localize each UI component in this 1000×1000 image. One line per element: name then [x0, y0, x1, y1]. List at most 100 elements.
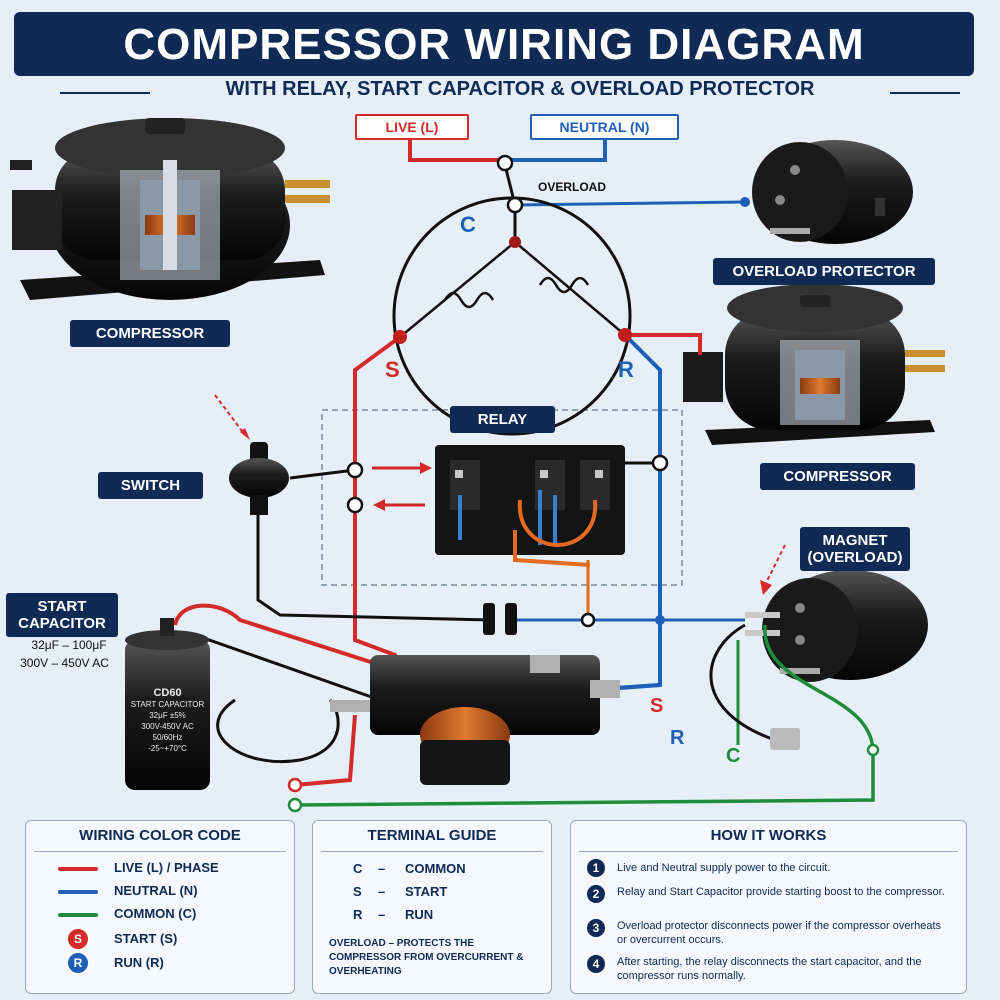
- terminal-key: R: [353, 907, 363, 922]
- terminal-dots: [393, 197, 750, 625]
- how-it-works-rule: [579, 851, 958, 852]
- step-text: Relay and Start Capacitor provide starti…: [617, 886, 945, 898]
- subtitle-rule-right: [890, 92, 960, 94]
- compressor-right-image: [683, 284, 945, 445]
- subtitle-rule-left: [60, 92, 150, 94]
- run-wire-end: [619, 683, 661, 690]
- magnet-label-line2: (OVERLOAD): [807, 549, 903, 566]
- color-code-item: RUN (R): [114, 955, 164, 970]
- start-winding: [399, 241, 516, 338]
- terminal-s-label: S: [385, 357, 400, 382]
- capacitor-spec-voltage: 300V – 450V AC: [20, 656, 109, 670]
- color-code-item: START (S): [114, 931, 178, 946]
- overload-line-label: OVERLOAD: [538, 180, 607, 194]
- color-code-item: COMMON (C): [114, 906, 197, 921]
- switch-image: [229, 442, 289, 515]
- step-number: 3: [587, 919, 605, 937]
- start-wire: [353, 335, 402, 690]
- overload-protector-label: OVERLOAD PROTECTOR: [713, 258, 935, 285]
- capacitor-red-wire: [173, 603, 381, 667]
- page-title: COMPRESSOR WIRING DIAGRAM: [123, 20, 865, 69]
- capacitor-spec-capacitance: 32μF – 100μF: [31, 638, 107, 652]
- capacitor-red-return: [294, 714, 357, 787]
- terminal-dash: –: [378, 884, 386, 899]
- magnet-overload-image: [745, 570, 928, 682]
- terminal-dash: –: [378, 907, 386, 922]
- capacitor-body-volt: 300V-450V AC: [141, 722, 194, 731]
- title-banner: COMPRESSOR WIRING DIAGRAM: [14, 12, 974, 76]
- live-wire-top: [408, 135, 505, 162]
- capacitor-body-name: START CAPACITOR: [130, 700, 205, 709]
- capacitor-model: CD60: [153, 687, 182, 699]
- step-text: Overload protector disconnects power if …: [617, 920, 942, 946]
- relay-label: RELAY: [450, 406, 555, 433]
- terminal-dash: –: [378, 861, 386, 876]
- neutral-wire-top: [505, 135, 607, 162]
- capacitor-black-wire: [194, 633, 381, 702]
- color-code-panel: WIRING COLOR CODE LIVE (L) / PHASE NEUTR…: [25, 820, 295, 994]
- run-coil-symbol: [538, 276, 590, 294]
- step-number: 4: [587, 955, 605, 973]
- how-it-works-panel: HOW IT WORKS 1 Live and Neutral supply p…: [570, 820, 967, 994]
- terminal-value: RUN: [405, 907, 434, 922]
- compressor-left-label: COMPRESSOR: [70, 320, 230, 347]
- start-capacitor-image: [125, 618, 210, 790]
- overload-protector-image: [752, 140, 913, 244]
- start-coil-symbol: [443, 291, 495, 309]
- how-it-works-heading: HOW IT WORKS: [710, 827, 827, 844]
- terminal-r-label: R: [618, 357, 634, 382]
- relay-arrow-in-head: [420, 462, 432, 474]
- run-wire-to-compressor: [625, 333, 702, 355]
- color-code-heading: WIRING COLOR CODE: [79, 827, 241, 844]
- step-number: 2: [587, 885, 605, 903]
- neutral-tag: NEUTRAL (N): [530, 114, 679, 140]
- terminal-guide-panel: TERMINAL GUIDE C – COMMON S – START R – …: [312, 820, 552, 994]
- color-code-rule: [34, 851, 286, 852]
- capacitor-loop-wire: [216, 698, 340, 763]
- live-tag: LIVE (L): [355, 114, 469, 140]
- capacitor-body-temp: -25~+70°C: [148, 744, 187, 753]
- common-swatch: [58, 913, 98, 917]
- terminal-guide-heading: TERMINAL GUIDE: [367, 827, 497, 844]
- switch-label: SWITCH: [98, 472, 203, 499]
- terminal-value: COMMON: [405, 861, 466, 876]
- page-subtitle: WITH RELAY, START CAPACITOR & OVERLOAD P…: [225, 78, 815, 100]
- relay-image: [435, 445, 625, 567]
- bus-connector: [483, 603, 517, 635]
- magnet-label-line1: MAGNET: [822, 532, 888, 549]
- step-number: 1: [587, 859, 605, 877]
- lower-terminal-c: C: [726, 745, 741, 767]
- color-code-item: NEUTRAL (N): [114, 883, 198, 898]
- start-badge: S: [66, 927, 90, 951]
- start-capacitor-label: START CAPACITOR: [6, 593, 118, 637]
- step-text: After starting, the relay disconnects th…: [617, 956, 922, 982]
- junctions: [287, 154, 880, 813]
- live-swatch: [58, 867, 98, 871]
- lower-terminal-r: R: [670, 727, 685, 749]
- motor-circle: [392, 196, 632, 436]
- switch-to-relay-wire: [289, 468, 356, 480]
- compressor-left-image: [10, 118, 330, 300]
- magnet-label: MAGNET (OVERLOAD): [800, 527, 910, 571]
- magnet-pointer: [764, 544, 786, 586]
- magnet-pointer-head: [760, 580, 772, 595]
- compressor-right-label: COMPRESSOR: [760, 463, 915, 490]
- color-code-item: LIVE (L) / PHASE: [114, 860, 219, 875]
- magnet-black-wire: [709, 623, 776, 742]
- terminal-value: START: [405, 884, 448, 899]
- capacitor-body-label: CD60 START CAPACITOR 32μF ±5% 300V-450V …: [125, 688, 210, 754]
- relay-arrow-out-head: [373, 499, 385, 511]
- terminal-connector: [770, 728, 800, 750]
- switch-pointer-head: [240, 428, 250, 440]
- step-text: Live and Neutral supply power to the cir…: [617, 862, 831, 874]
- neutral-swatch: [58, 890, 98, 894]
- run-badge: R: [66, 951, 90, 975]
- terminal-key: S: [353, 884, 362, 899]
- terminal-key: C: [353, 861, 363, 876]
- ptc-relay-image: [330, 655, 620, 785]
- terminal-guide-rule: [321, 851, 543, 852]
- capacitor-body-cap: 32μF ±5%: [149, 711, 186, 720]
- overload-note: OVERLOAD – PROTECTS THE COMPRESSOR FROM …: [329, 938, 524, 977]
- switch-ground-wire: [256, 500, 491, 622]
